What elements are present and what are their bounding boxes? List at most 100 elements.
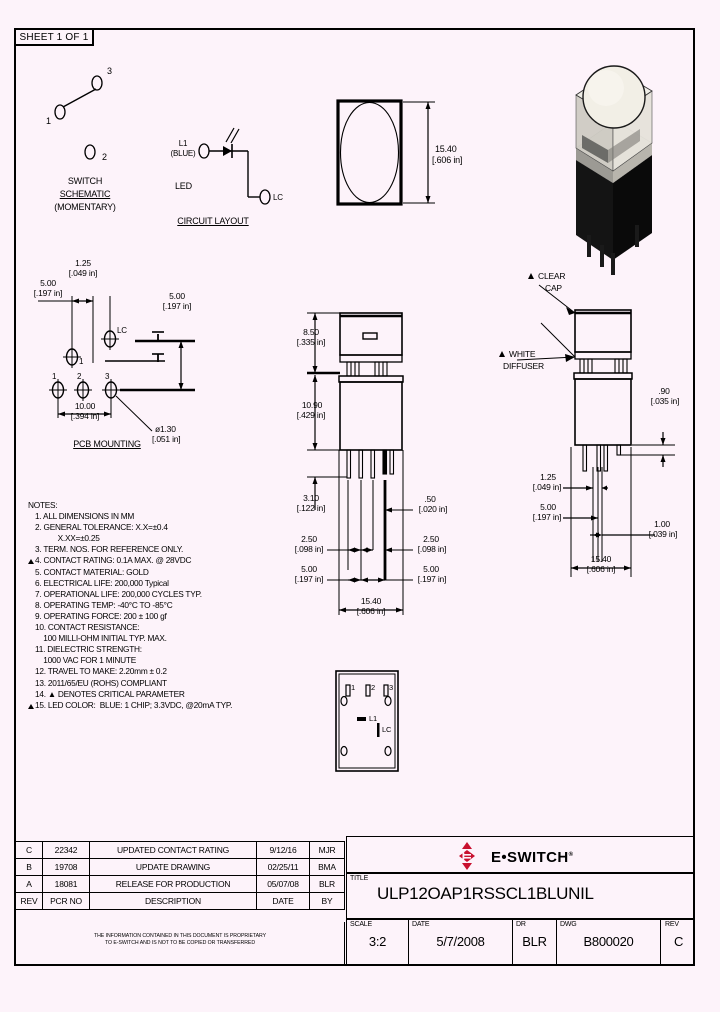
- pcb-dim-right-in: [.197 in]: [162, 301, 192, 311]
- front-view-graphic: [307, 312, 413, 615]
- rev-header-by: BY: [309, 892, 345, 910]
- pcb-mounting: 5.00 [.197 in] 1.25 [.049 in] 5.00 [.197…: [30, 259, 260, 453]
- note-item: 14. ▲ DENOTES CRITICAL PARAMETER: [28, 689, 278, 700]
- proprietary-line-1: THE INFORMATION CONTAINED IN THIS DOCUME…: [93, 933, 267, 939]
- side-callout-clear-cap-line2: CAP: [545, 283, 562, 293]
- note-item: 8. OPERATING TEMP: -40°C TO -85°C: [28, 600, 278, 611]
- title-block-bottom-row: SCALE 3:2 DATE 5/7/2008 DR BLR DWG B8000…: [346, 919, 695, 965]
- rev-label: REV: [665, 921, 679, 928]
- schematic-terminal-2-label: 2: [102, 152, 107, 162]
- front-dim-cap-mm: 8.50: [303, 327, 319, 337]
- note-item: 5. CONTACT MATERIAL: GOLD: [28, 567, 278, 578]
- bottom-pin-2-label: 2: [371, 683, 375, 692]
- note-text: CONTACT MATERIAL: GOLD: [43, 566, 149, 577]
- note-text: OPERATING FORCE: 200 ± 100 gf: [43, 610, 167, 621]
- front-dim-250-right-mm: 2.50: [423, 534, 439, 544]
- pcb-mounting-title: PCB MOUNTING: [73, 439, 141, 449]
- bottom-view: 1 2 3 L1 LC: [332, 668, 442, 778]
- note-number: 4.: [35, 555, 44, 566]
- schematic-terminal-1-label: 1: [46, 116, 51, 126]
- rev-header-description: DESCRIPTION: [89, 892, 257, 910]
- note-item: 2. GENERAL TOLERANCE: X.X=±0.4: [28, 522, 278, 533]
- side-dim-100-in: [.039 in]: [648, 529, 678, 539]
- eswitch-brand-text: E•SWITCH®: [491, 849, 573, 866]
- pcb-hole-diameter-in: [.051 in]: [152, 434, 181, 444]
- drawn-by-cell: DR BLR: [513, 920, 557, 964]
- side-dim-125-in: [.049 in]: [532, 482, 562, 492]
- note-item: 11. DIELECTRIC STRENGTH:: [28, 644, 278, 655]
- pcb-dim-right-mm: 5.00: [169, 291, 185, 301]
- front-view: 8.50 [.335 in] 10.90 [.429 in] 3.10 [.12…: [295, 305, 495, 645]
- note-number: 7.: [35, 588, 44, 599]
- revision-by: MJR: [309, 841, 345, 859]
- revision-pcr: 18081: [42, 875, 90, 893]
- rev-header-pcr: PCR NO: [42, 892, 90, 910]
- front-dim-500-right-mm: 5.00: [423, 564, 439, 574]
- bottom-view-graphic: [335, 670, 399, 772]
- note-item: 13. 2011/65/EU (ROHS) COMPLIANT: [28, 678, 278, 689]
- side-dim-width-mm: 15.40: [590, 554, 612, 564]
- note-number: 11.: [35, 644, 48, 655]
- front-dim-body-mm: 10.90: [301, 400, 323, 410]
- schematic-terminal-3-label: 3: [107, 66, 112, 76]
- switch-schematic: 3 1 2 SWITCH SCHEMATIC (MOMENTARY): [30, 65, 160, 220]
- note-text: DIELECTRIC STRENGTH:: [47, 644, 142, 655]
- scale-label: SCALE: [350, 921, 372, 928]
- front-dim-body-in: [.429 in]: [296, 410, 326, 420]
- pcb-dim-left-mm: 5.00: [40, 278, 56, 288]
- pcb-dim-left-in: [.197 in]: [33, 288, 63, 298]
- note-text: 1000 VAC FOR 1 MINUTE: [35, 655, 137, 666]
- date-label: DATE: [412, 921, 430, 928]
- critical-parameter-triangle-icon: [28, 703, 34, 709]
- note-text: 100 MILLI-OHM INITIAL TYP. MAX.: [35, 633, 167, 644]
- note-text: GENERAL TOLERANCE: X.X=±0.4: [43, 522, 168, 533]
- side-dim-100-mm: 1.00: [654, 519, 670, 529]
- date-cell: DATE 5/7/2008: [409, 920, 513, 964]
- scale-value: 3:2: [368, 934, 387, 949]
- note-item: 6. ELECTRICAL LIFE: 200,000 Typical: [28, 578, 278, 589]
- pcb-dim-top-in: [.049 in]: [68, 268, 98, 278]
- note-item: X.XX=±0.25: [28, 533, 278, 544]
- pcb-mounting-graphic: [38, 296, 195, 432]
- pcb-pad-1-label: 1: [52, 372, 57, 381]
- product-photo: [540, 55, 690, 275]
- note-item: 1. ALL DIMENSIONS IN MM: [28, 511, 278, 522]
- note-text: TRAVEL TO MAKE: 2.20mm ± 0.2: [47, 666, 167, 677]
- revision-description: RELEASE FOR PRODUCTION: [89, 875, 257, 893]
- eswitch-logo: E•SWITCH®: [443, 842, 613, 870]
- note-number: 10.: [35, 622, 48, 633]
- note-item: 3. TERM. NOS. FOR REFERENCE ONLY.: [28, 544, 278, 555]
- side-callout-white-diffuser-line1: WHITE: [509, 349, 536, 359]
- rev-value: C: [673, 934, 684, 949]
- date-value: 5/7/2008: [436, 934, 485, 949]
- note-number: 15.: [35, 699, 48, 710]
- note-item: 12. TRAVEL TO MAKE: 2.20mm ± 0.2: [28, 666, 278, 677]
- revision-pcr: 22342: [42, 841, 90, 859]
- note-text: OPERATING TEMP: -40°C TO -85°C: [43, 599, 173, 610]
- pcb-pad-1-upper-label: 1: [79, 357, 84, 366]
- revision-description: UPDATE DRAWING: [89, 858, 257, 876]
- front-dim-500-left-in: [.197 in]: [294, 574, 324, 584]
- rev-header-date: DATE: [256, 892, 310, 910]
- note-number: 6.: [35, 577, 44, 588]
- circuit-l1-color-label: (BLUE): [170, 149, 196, 158]
- pcb-pad-2-label: 2: [77, 372, 82, 381]
- front-dim-cap-in: [.335 in]: [296, 337, 326, 347]
- front-dim-50-in: [.020 in]: [418, 504, 448, 514]
- bottom-pin-1-label: 1: [351, 683, 355, 692]
- note-text: ELECTRICAL LIFE: 200,000 Typical: [43, 577, 169, 588]
- note-item: 7. OPERATIONAL LIFE: 200,000 CYCLES TYP.: [28, 589, 278, 600]
- note-number: 2.: [35, 522, 44, 533]
- note-item: 10. CONTACT RESISTANCE:: [28, 622, 278, 633]
- title-cell: TITLE ULP12OAP1RSSCL1BLUNIL: [346, 873, 695, 919]
- note-text: 2011/65/EU (ROHS) COMPLIANT: [47, 677, 167, 688]
- front-dim-width-mm: 15.40: [360, 596, 382, 606]
- side-dim-500-mm: 5.00: [540, 502, 556, 512]
- note-text: OPERATIONAL LIFE: 200,000 CYCLES TYP.: [43, 588, 202, 599]
- drawn-by-label: DR: [516, 921, 526, 928]
- critical-parameter-triangle-icon: [28, 559, 34, 565]
- note-text: X.XX=±0.25: [35, 533, 100, 544]
- note-text: CONTACT RESISTANCE:: [47, 622, 140, 633]
